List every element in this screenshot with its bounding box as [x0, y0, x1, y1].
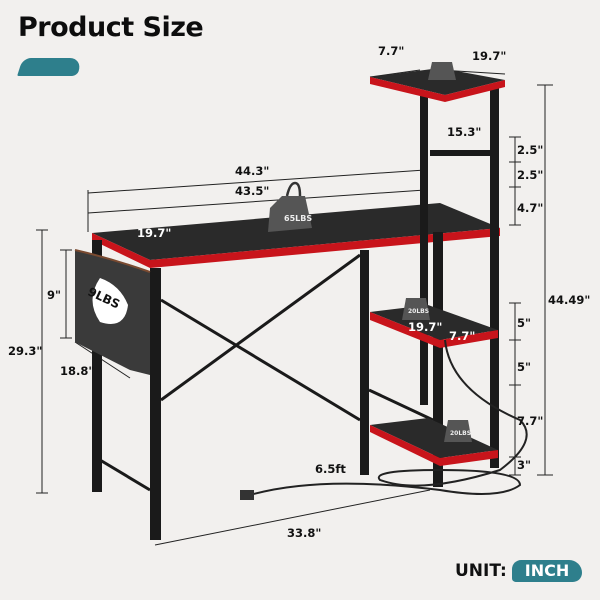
page-title: Product Size: [18, 12, 204, 43]
lower-gap-4-label: 3": [517, 458, 531, 472]
total-height-label: 44.49": [548, 293, 591, 307]
upper-gap-2-label: 2.5": [517, 168, 544, 182]
unit-badge: INCH: [512, 560, 582, 582]
top-shelf-width-label: 19.7": [472, 49, 507, 63]
upper-gap-3-label: 4.7": [517, 201, 544, 215]
desktop-depth-label: 19.7": [137, 226, 172, 240]
bottom-shelf-weight-label: 20LBS: [450, 430, 472, 437]
desktop-width-label: 43.5": [235, 184, 270, 198]
cord-length-label: 6.5ft: [315, 462, 346, 476]
leg-depth-label: 18.8": [60, 364, 95, 378]
lower-gap-3-label: 7.7": [517, 414, 544, 428]
leg-span-label: 33.8": [287, 526, 322, 540]
desktop-weight-label: 65LBS: [284, 214, 313, 223]
unit-label: UNIT:: [455, 561, 507, 581]
lower-gap-1-label: 5": [517, 316, 531, 330]
lower-gap-2-label: 5": [517, 360, 531, 374]
unit-value: INCH: [524, 561, 570, 580]
hook-height-label: 15.3": [447, 125, 482, 139]
top-shelf-depth-label: 7.7": [378, 44, 405, 58]
shelf-depth-label: 7.7": [449, 329, 476, 343]
mid-shelf-weight-label: 20LBS: [408, 308, 430, 315]
total-width-label: 44.3": [235, 164, 270, 178]
upper-gap-1-label: 2.5": [517, 143, 544, 157]
shelf-width-label: 19.7": [408, 320, 443, 334]
desk-height-label: 29.3": [8, 344, 43, 358]
bag-height-label: 9": [47, 288, 61, 302]
